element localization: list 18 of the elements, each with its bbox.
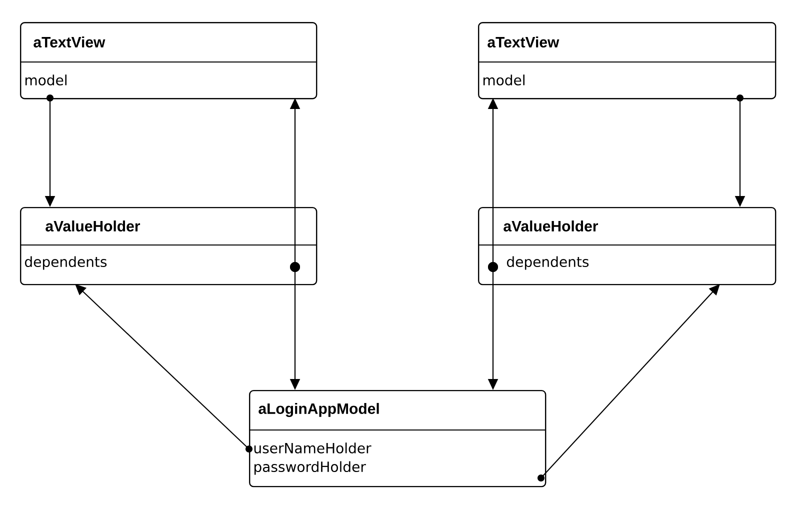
attribute-name: dependents xyxy=(24,256,107,270)
class-name: aValueHolder xyxy=(504,220,598,232)
arrow xyxy=(75,284,252,452)
object-box xyxy=(478,22,776,100)
class-name: aLoginAppModel xyxy=(258,402,379,418)
arrow xyxy=(538,284,720,482)
object-box xyxy=(20,206,318,286)
object-box xyxy=(478,206,776,286)
attribute-name: model xyxy=(25,74,66,86)
class-name: aTextView xyxy=(488,36,560,48)
object-box xyxy=(20,22,318,100)
object-box xyxy=(248,390,546,488)
class-name: aTextView xyxy=(34,36,106,48)
attribute-name: userNameHolder xyxy=(254,442,372,454)
attribute-name: model xyxy=(483,74,524,86)
attribute-name: passwordHolder xyxy=(254,461,366,475)
class-name: aValueHolder xyxy=(46,220,140,232)
attribute-name: dependents xyxy=(506,256,589,270)
